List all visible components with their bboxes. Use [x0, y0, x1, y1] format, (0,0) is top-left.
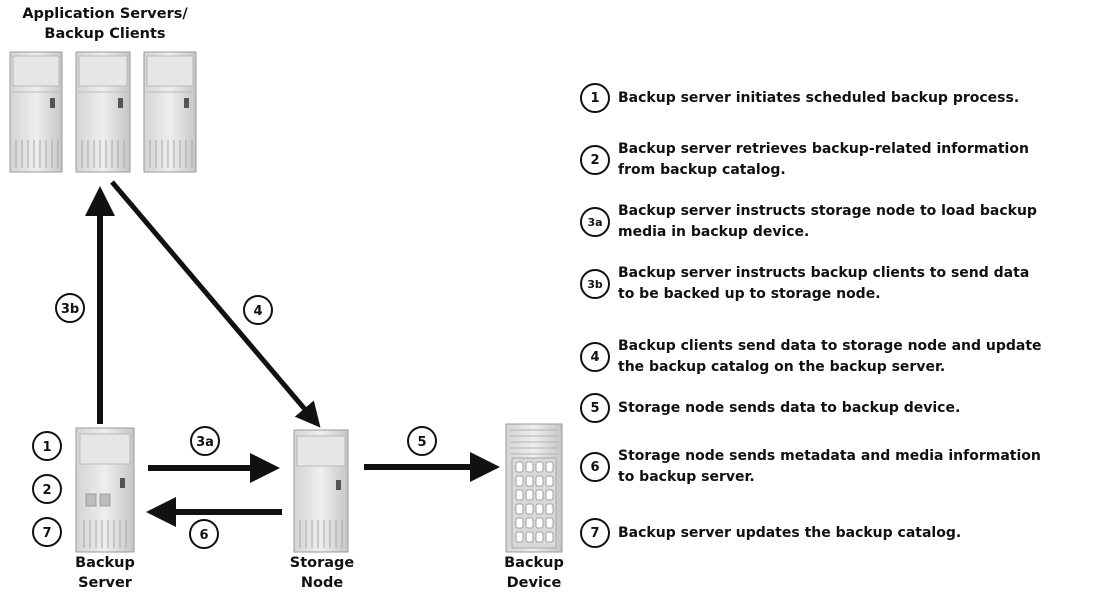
tape-cartridge [515, 531, 524, 543]
step-text: Backup clients send data to storage node… [618, 338, 1042, 375]
tape-cartridge [535, 517, 544, 529]
tape-cartridge [545, 531, 554, 543]
tape-cartridge [525, 503, 534, 515]
badge-3b-label: 3b [61, 302, 79, 317]
tape-cartridge [525, 475, 534, 487]
badge-7: 7 [32, 517, 62, 547]
backup-server-label: Backup Server [75, 555, 135, 591]
badge-2-label: 2 [42, 483, 51, 498]
arrow-4 [110, 180, 321, 428]
tape-cartridge [515, 517, 524, 529]
application-server-icon [75, 51, 131, 173]
badge-3a: 3a [190, 426, 220, 456]
tape-cartridge [545, 475, 554, 487]
backup-server-icon [75, 427, 135, 553]
tape-cartridge [535, 531, 544, 543]
badge-4: 4 [243, 295, 273, 325]
tape-cartridge [535, 503, 544, 515]
tape-cartridge [535, 461, 544, 473]
application-server-icon [9, 51, 63, 173]
badge-6: 6 [189, 519, 219, 549]
badge-7-label: 7 [42, 526, 51, 541]
step-item: 5 Storage node sends data to backup devic… [580, 393, 1105, 423]
step-item: 7 Backup server updates the backup catalo… [580, 518, 1105, 548]
step-text: Storage node sends data to backup device… [618, 399, 961, 416]
badge-3b: 3b [55, 293, 85, 323]
tape-cartridge [535, 489, 544, 501]
step-item: 3a Backup server instructs storage node t… [580, 201, 1105, 243]
step-number-badge: 5 [580, 393, 610, 423]
step-item: 6 Storage node sends metadata and media i… [580, 446, 1105, 488]
tape-cartridge [535, 475, 544, 487]
step-number-badge: 2 [580, 145, 610, 175]
tape-cartridge [515, 475, 524, 487]
step-text: Backup server instructs backup clients t… [618, 265, 1030, 302]
step-text: Backup server instructs storage node to … [618, 203, 1037, 240]
step-item: 3b Backup server instructs backup clients… [580, 263, 1105, 305]
badge-4-label: 4 [253, 304, 262, 319]
backup-device-label: Backup Device [504, 555, 564, 591]
step-text: Backup server initiates scheduled backup… [618, 89, 1020, 106]
badge-1-label: 1 [42, 440, 51, 455]
badge-5-label: 5 [417, 435, 426, 450]
step-text: Storage node sends metadata and media in… [618, 448, 1041, 485]
tape-cartridge [545, 503, 554, 515]
tape-cartridge [545, 461, 554, 473]
step-number-badge: 6 [580, 452, 610, 482]
tape-cartridge [515, 503, 524, 515]
step-item: 1 Backup server initiates scheduled backu… [580, 83, 1105, 113]
step-number-badge: 4 [580, 342, 610, 372]
step-item: 2 Backup server retrieves backup-related … [580, 139, 1105, 181]
app-servers-label: Application Servers/ Backup Clients [22, 6, 188, 42]
step-number-badge: 3b [580, 269, 610, 299]
tape-cartridge [515, 461, 524, 473]
badge-3a-label: 3a [196, 435, 214, 450]
application-server-icon [143, 51, 197, 173]
tape-cartridge [545, 489, 554, 501]
tape-cartridge [525, 489, 534, 501]
badge-6-label: 6 [199, 528, 208, 543]
tape-cartridge [525, 461, 534, 473]
tape-cartridge [525, 517, 534, 529]
tape-cartridge [515, 489, 524, 501]
badge-2: 2 [32, 474, 62, 504]
step-number-badge: 7 [580, 518, 610, 548]
storage-node-label: Storage Node [289, 555, 355, 591]
step-text: Backup server retrieves backup-related i… [618, 141, 1029, 178]
step-item: 4 Backup clients send data to storage nod… [580, 336, 1105, 378]
badge-1: 1 [32, 431, 62, 461]
backup-device-icon [505, 423, 563, 553]
step-number-badge: 1 [580, 83, 610, 113]
step-text: Backup server updates the backup catalog… [618, 524, 962, 541]
badge-5: 5 [407, 426, 437, 456]
step-number-badge: 3a [580, 207, 610, 237]
storage-node-icon [293, 429, 349, 553]
tape-cartridge [525, 531, 534, 543]
tape-cartridge [545, 517, 554, 529]
